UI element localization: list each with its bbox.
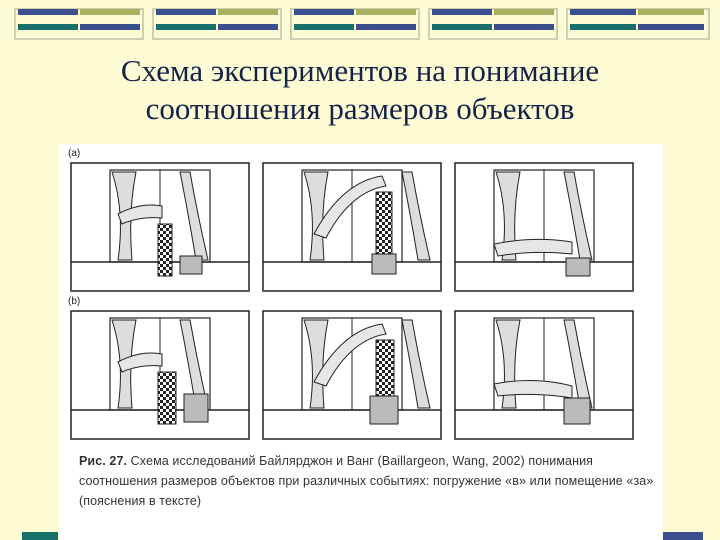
footer-stripe (663, 532, 703, 540)
banner-stripe (432, 24, 492, 30)
banner-stripe (80, 9, 140, 15)
banner-stripe (570, 24, 636, 30)
banner-stripe (638, 24, 704, 30)
footer-stripe (22, 532, 58, 540)
banner-stripe (356, 24, 416, 30)
slide-title-line-2: соотношения размеров объектов (145, 91, 575, 126)
banner-stripe (494, 24, 554, 30)
scene-a3 (454, 162, 634, 292)
banner-stripe (356, 9, 416, 15)
scene-a1 (70, 162, 250, 292)
scene-a2 (262, 162, 442, 292)
banner-stripe (294, 24, 354, 30)
scene-b1 (70, 310, 250, 440)
banner-stripe (18, 9, 78, 15)
banner-stripe (218, 9, 278, 15)
banner-stripe (218, 24, 278, 30)
banner-stripe (18, 24, 78, 30)
figure-caption: Рис. 27. Схема исследований Байлярджон и… (79, 451, 654, 511)
scene-b2 (262, 310, 442, 440)
banner-stripe (156, 24, 216, 30)
scene-b3 (454, 310, 634, 440)
banner-stripe (156, 9, 216, 15)
banner-stripe (570, 9, 636, 15)
row-a-label: (a) (68, 148, 81, 159)
row-b-label: (b) (68, 296, 81, 307)
caption-text: Схема исследований Байлярджон и Ванг (Ba… (79, 454, 654, 508)
slide-title: Схема экспериментов на понимание соотнош… (0, 52, 720, 128)
banner-stripe (432, 9, 492, 15)
banner-stripe (638, 9, 704, 15)
banner-stripe (80, 24, 140, 30)
caption-figure-number: Рис. 27. (79, 454, 128, 468)
banner-stripe (494, 9, 554, 15)
experiment-figure: (a) (b) (59, 144, 663, 540)
banner-stripe (294, 9, 354, 15)
slide-title-line-1: Схема экспериментов на понимание (120, 53, 600, 88)
